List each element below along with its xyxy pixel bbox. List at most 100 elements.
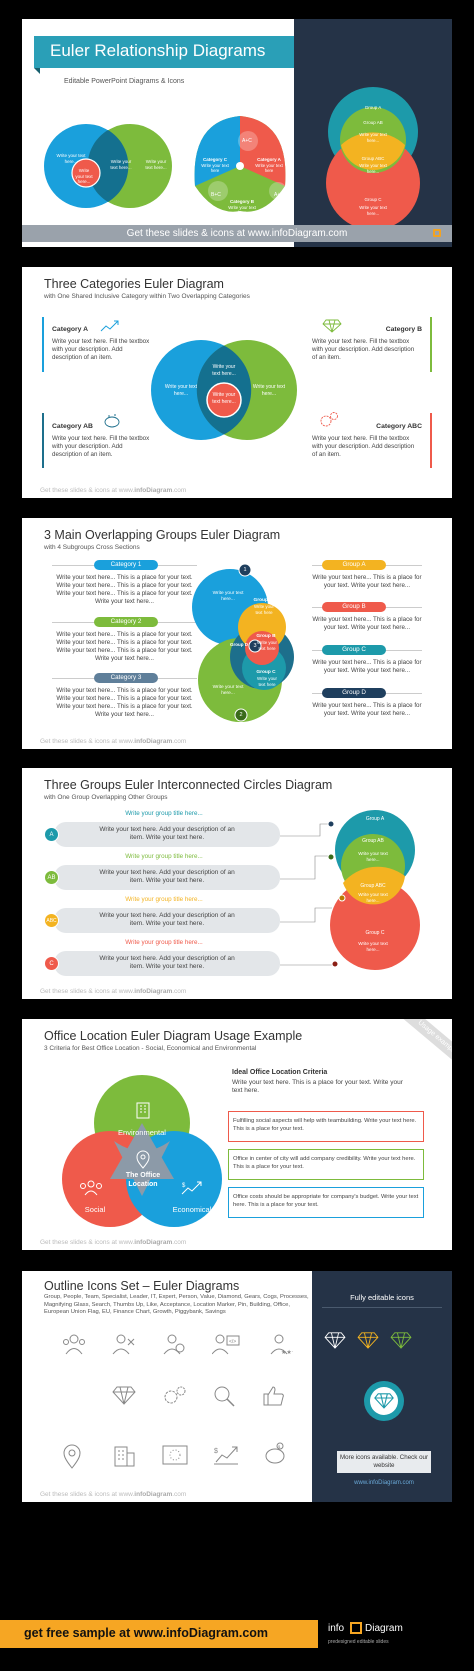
diamond-teal-inner — [370, 1387, 398, 1415]
category-3-text: Write your text here... This is a place … — [56, 687, 193, 718]
group-people-icon — [63, 1334, 85, 1355]
sub-group-b-text: Write your text here — [257, 640, 277, 651]
footer-link[interactable]: Get these slides & icons at www.infoDiag… — [40, 487, 187, 494]
cat-abc-bar — [430, 413, 432, 468]
circle-right-text: Write your text here... — [252, 384, 286, 397]
row-ab-badge: AB — [44, 870, 59, 885]
thumbs-up-icon — [263, 1386, 284, 1406]
diamond-yellow-icon — [357, 1332, 379, 1349]
finance-chart-icon: $ — [181, 1181, 202, 1195]
slide-office-location: Office Location Euler Diagram Usage Exam… — [22, 1019, 452, 1250]
group-abc-text: Write your text here... — [358, 892, 388, 903]
sub-group-a-text: Write your text here — [254, 604, 274, 615]
group-c-label: Group C — [365, 930, 385, 936]
label-cat-b: Category B — [229, 199, 254, 204]
slide-title: Three Groups Euler Interconnected Circle… — [44, 778, 333, 792]
euler-three-groups — [192, 563, 294, 722]
row-c-text: Write your text here. Add your descripti… — [99, 955, 235, 970]
category-1-pill: Category 1 — [94, 560, 158, 570]
circle-middle-text: Write your text here... — [212, 364, 236, 377]
footer-link[interactable]: Get these slides & icons at www.infoDiag… — [40, 988, 187, 995]
diamond-white-icon — [324, 1332, 346, 1349]
cat-b-desc: Write your text here. Fill the textbox w… — [312, 338, 415, 361]
row-abc-badge: ABC — [44, 913, 59, 928]
center-label: The Office Location — [125, 1172, 161, 1188]
specialist-icon — [112, 1334, 135, 1355]
circle-bottom-text: Write your text here... — [212, 685, 244, 696]
logo-info: info — [328, 1623, 345, 1634]
footer-link[interactable]: Get these slides & icons at www.infoDiag… — [40, 738, 187, 745]
slide-subtitle: 3 Criteria for Best Office Location - So… — [44, 1045, 257, 1052]
cat-ab-desc: Write your text here. Fill the textbox w… — [52, 435, 150, 458]
gears-icon — [164, 1386, 186, 1404]
footer-bar — [22, 225, 452, 242]
logo-square-icon — [350, 1622, 362, 1634]
diamond-icon — [322, 319, 342, 333]
leader-icon — [163, 1334, 185, 1355]
criteria-box-2-text: Fulfilling social aspects will help with… — [233, 1118, 417, 1132]
slide-subtitle: Editable PowerPoint Diagrams & Icons — [64, 78, 185, 85]
group-ab-text: Write your text here... — [359, 132, 387, 143]
circle-left-text: Write your text here... — [164, 384, 198, 397]
more-icons-box[interactable]: More icons available. Check our website — [337, 1451, 431, 1473]
cat-abc-title: Category ABC — [376, 423, 422, 430]
group-c-text: Write your text here... — [358, 941, 388, 952]
group-b-pill: Group B — [322, 602, 386, 612]
row-c: Write your group title here... C Write y… — [44, 939, 284, 979]
slide-three-main-groups: 3 Main Overlapping Groups Euler Diagram … — [22, 518, 452, 749]
row-ab-text: Write your text here. Add your descripti… — [99, 869, 235, 884]
footer-link[interactable]: Get these slides & icons at www.infoDiag… — [40, 1239, 187, 1246]
text-cat-b: Write your text here — [228, 205, 256, 215]
group-b-text: Write your text here... This is a place … — [312, 616, 422, 631]
slide-title: Outline Icons Set – Euler Diagrams — [44, 1279, 240, 1293]
criteria-box-4-text: Office costs should be appropriate for c… — [233, 1194, 419, 1208]
euler-triangle — [194, 116, 287, 212]
logo-tagline: predesigned editable slides — [328, 1639, 389, 1645]
label-cat-a: Category A — [257, 157, 281, 162]
sub-group-d: Group D — [230, 642, 248, 647]
group-ab-label: Group AB — [362, 838, 384, 844]
sub-group-c-text: Write your text here — [257, 676, 277, 687]
euler-interconnected — [327, 810, 420, 970]
cta-banner[interactable] — [0, 1620, 318, 1648]
usage-example-ribbon: Usage example — [398, 1019, 452, 1073]
location-pin-icon — [63, 1444, 81, 1469]
footer-link[interactable]: Get these slides & icons at www.infoDiag… — [40, 1491, 187, 1498]
category-2-pill: Category 2 — [94, 617, 158, 627]
row-abc-text: Write your text here. Add your descripti… — [99, 912, 235, 927]
connector-lines — [280, 823, 332, 966]
cta-text[interactable]: get free sample at www.infoDiagram.com — [24, 1626, 269, 1640]
icon-grid: </> ★★★ $ $ — [62, 1333, 302, 1483]
website-link[interactable]: www.infoDiagram.com — [354, 1480, 414, 1486]
slide-subtitle: with 4 Subgroups Cross Sections — [44, 544, 140, 551]
group-a-label: Group A — [365, 816, 385, 822]
row-a: Write your group title here... A Write y… — [44, 810, 284, 850]
criteria-box-4: Office costs should be appropriate for c… — [228, 1187, 424, 1218]
office-location-euler — [62, 1075, 222, 1227]
slide-title: Three Categories Euler Diagram — [44, 277, 224, 291]
row-c-pill — [54, 951, 280, 976]
sub-group-c: Group C — [256, 670, 276, 675]
row-a-head: Write your group title here... — [125, 810, 203, 817]
badge-3: 3 — [253, 643, 257, 649]
criteria-box-2: Fulfilling social aspects will help with… — [228, 1111, 424, 1142]
economical-label: Economical — [172, 1205, 212, 1214]
euler-two-circles — [44, 124, 172, 208]
group-c-text: Write your text here... — [359, 205, 387, 216]
diamond-teal-icon — [374, 1393, 394, 1409]
cat-abc-desc: Write your text here. Fill the textbox w… — [312, 435, 415, 458]
criteria-box-3-text: Office in center of city will add compan… — [233, 1156, 416, 1170]
group-a-pill: Group A — [322, 560, 386, 570]
slide-subtitle: Group, People, Team, Specialist, Leader,… — [44, 1294, 309, 1315]
row-ab: Write your group title here... AB Write … — [44, 853, 284, 893]
row-c-head: Write your group title here... — [125, 939, 203, 946]
group-d-pill: Group D — [322, 688, 386, 698]
venn-right-text: Write your text here... — [145, 159, 167, 170]
cat-ab-title: Category AB — [52, 423, 93, 430]
it-expert-icon: </> — [212, 1334, 240, 1355]
footer-text[interactable]: Get these slides & icons at www.infoDiag… — [126, 228, 348, 239]
svg-text:★★★: ★★★ — [281, 1349, 293, 1355]
growth-chart-icon — [100, 320, 119, 332]
cat-a-bar — [42, 317, 44, 372]
row-ab-pill — [54, 865, 280, 890]
